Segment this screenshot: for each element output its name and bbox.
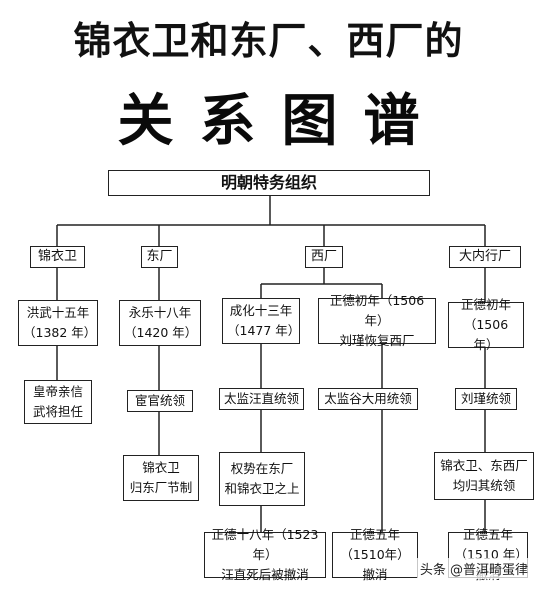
col1-header: 锦衣卫 bbox=[30, 246, 85, 268]
root-box: 明朝特务组织 bbox=[108, 170, 430, 196]
title-line-2: 关系图谱 bbox=[117, 88, 446, 154]
col3L-cell-2: 太监汪直统领 bbox=[219, 388, 304, 410]
col4-header: 大内行厂 bbox=[449, 246, 521, 268]
col3L-cell-4: 正德十八年（1523 年） 汪直死后被撤消 bbox=[204, 527, 326, 582]
col4-cell-3: 锦衣卫、东西厂 均归其统领 bbox=[434, 452, 534, 500]
col3-header: 西厂 bbox=[305, 246, 343, 268]
col3R-cell-3: 正德五年 （1510年）撤消 bbox=[332, 527, 418, 582]
col1-cell-1: 洪武十五年 （1382 年） bbox=[18, 300, 98, 346]
col1-cell-2: 皇帝亲信 武将担任 bbox=[24, 380, 92, 424]
col2-cell-1: 永乐十八年 （1420 年） bbox=[119, 300, 201, 346]
watermark-text: 头条 @普洱畸蛋律 bbox=[416, 558, 531, 579]
title-line-1: 锦衣卫和东厂、西厂的 bbox=[73, 19, 464, 63]
col3R-cell-2: 太监谷大用统领 bbox=[318, 388, 418, 410]
col2-cell-3: 锦衣卫 归东厂节制 bbox=[123, 455, 199, 501]
col2-cell-2: 宦官统领 bbox=[127, 390, 193, 412]
col4-cell-2: 刘瑾统领 bbox=[455, 388, 517, 410]
col4-cell-1: 正德初年 （1506 年） bbox=[448, 297, 524, 352]
col3L-cell-3: 权势在东厂 和锦衣卫之上 bbox=[219, 452, 305, 506]
col2-header: 东厂 bbox=[141, 246, 178, 268]
col3L-cell-1: 成化十三年 （1477 年） bbox=[222, 298, 300, 344]
col3R-cell-1: 正德初年（1506 年） 刘瑾恢复西厂 bbox=[318, 293, 436, 348]
